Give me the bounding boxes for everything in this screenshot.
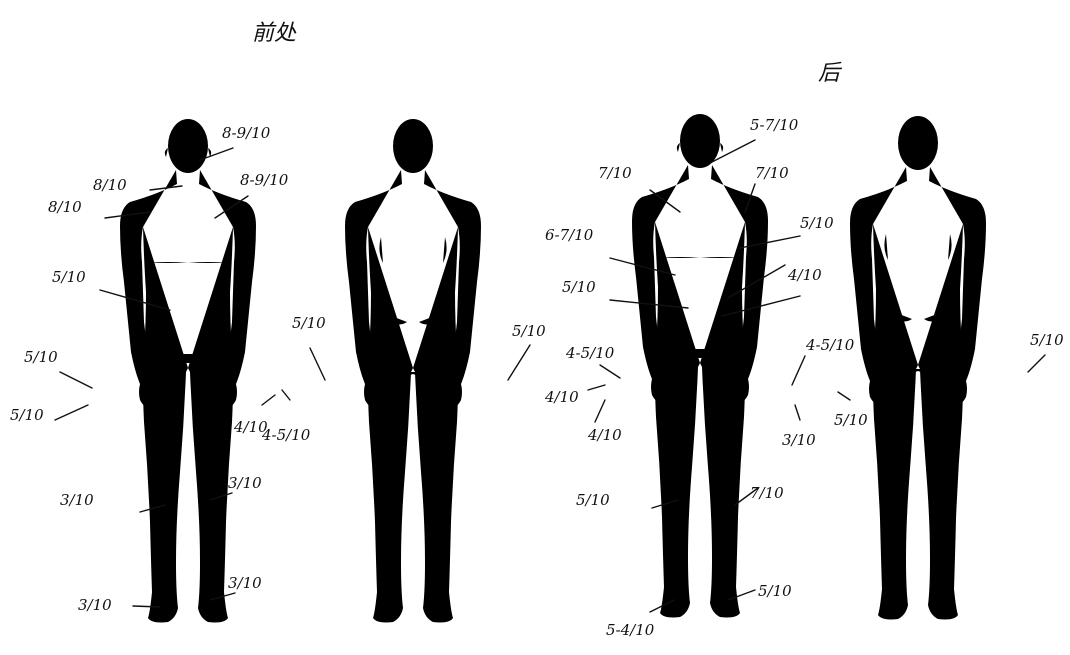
rating-after-left-shoulder: 7/10 — [755, 164, 789, 182]
rating-after-left-wrist: 4-5/10 — [805, 336, 855, 354]
rating-before-left-foot: 3/10 — [228, 574, 262, 592]
before-heading: 前处 — [252, 21, 297, 46]
after-front-figure — [632, 114, 768, 618]
rating-after-back-left-hand: 5/10 — [1030, 331, 1064, 349]
rating-after-right-foot: 5-4/10 — [606, 621, 655, 639]
rating-after-chest-left: 5/10 — [800, 214, 834, 232]
rating-after-abdomen-left: 4/10 — [787, 266, 822, 284]
rating-before-right-foot: 3/10 — [78, 596, 112, 614]
rating-before-left-shoulder: 8-9/10 — [240, 171, 289, 189]
after-heading: 后 — [818, 61, 843, 86]
rating-after-left-hand: 3/10 — [782, 431, 816, 449]
rating-after-right-hand: 4/10 — [544, 388, 579, 406]
rating-after-face: 5-7/10 — [750, 116, 799, 134]
rating-before-back-left-hand: 5/10 — [512, 322, 546, 340]
rating-after-right-leg: 5/10 — [576, 491, 610, 509]
after-back-figure — [850, 116, 986, 620]
before-back-figure — [345, 119, 481, 623]
rating-after-left-leg: 7/10 — [750, 484, 784, 502]
rating-after-left-foot: 5/10 — [758, 582, 792, 600]
rating-before-neck: 8/10 — [93, 176, 127, 194]
before-front-figure — [120, 119, 256, 623]
rating-before-right-wrist: 5/10 — [24, 348, 58, 366]
rating-after-right-wrist: 4-5/10 — [565, 344, 615, 362]
rating-after-back-right-hand: 5/10 — [834, 411, 868, 429]
rating-before-left-hand-b: 4-5/10 — [261, 426, 311, 444]
rating-after-right-shoulder: 7/10 — [598, 164, 632, 182]
rating-before-face: 8-9/10 — [222, 124, 271, 142]
rating-before-right-hand: 5/10 — [10, 406, 44, 424]
rating-after-right-finger: 4/10 — [587, 426, 622, 444]
rating-after-abdomen-right: 5/10 — [562, 278, 596, 296]
rating-after-chest-right: 6-7/10 — [545, 226, 594, 244]
rating-before-left-leg: 3/10 — [228, 474, 262, 492]
rating-before-right-leg: 3/10 — [60, 491, 94, 509]
rating-before-abdomen: 5/10 — [52, 268, 86, 286]
rating-before-back-right-hand: 5/10 — [292, 314, 326, 332]
rating-before-right-shoulder: 8/10 — [48, 198, 82, 216]
